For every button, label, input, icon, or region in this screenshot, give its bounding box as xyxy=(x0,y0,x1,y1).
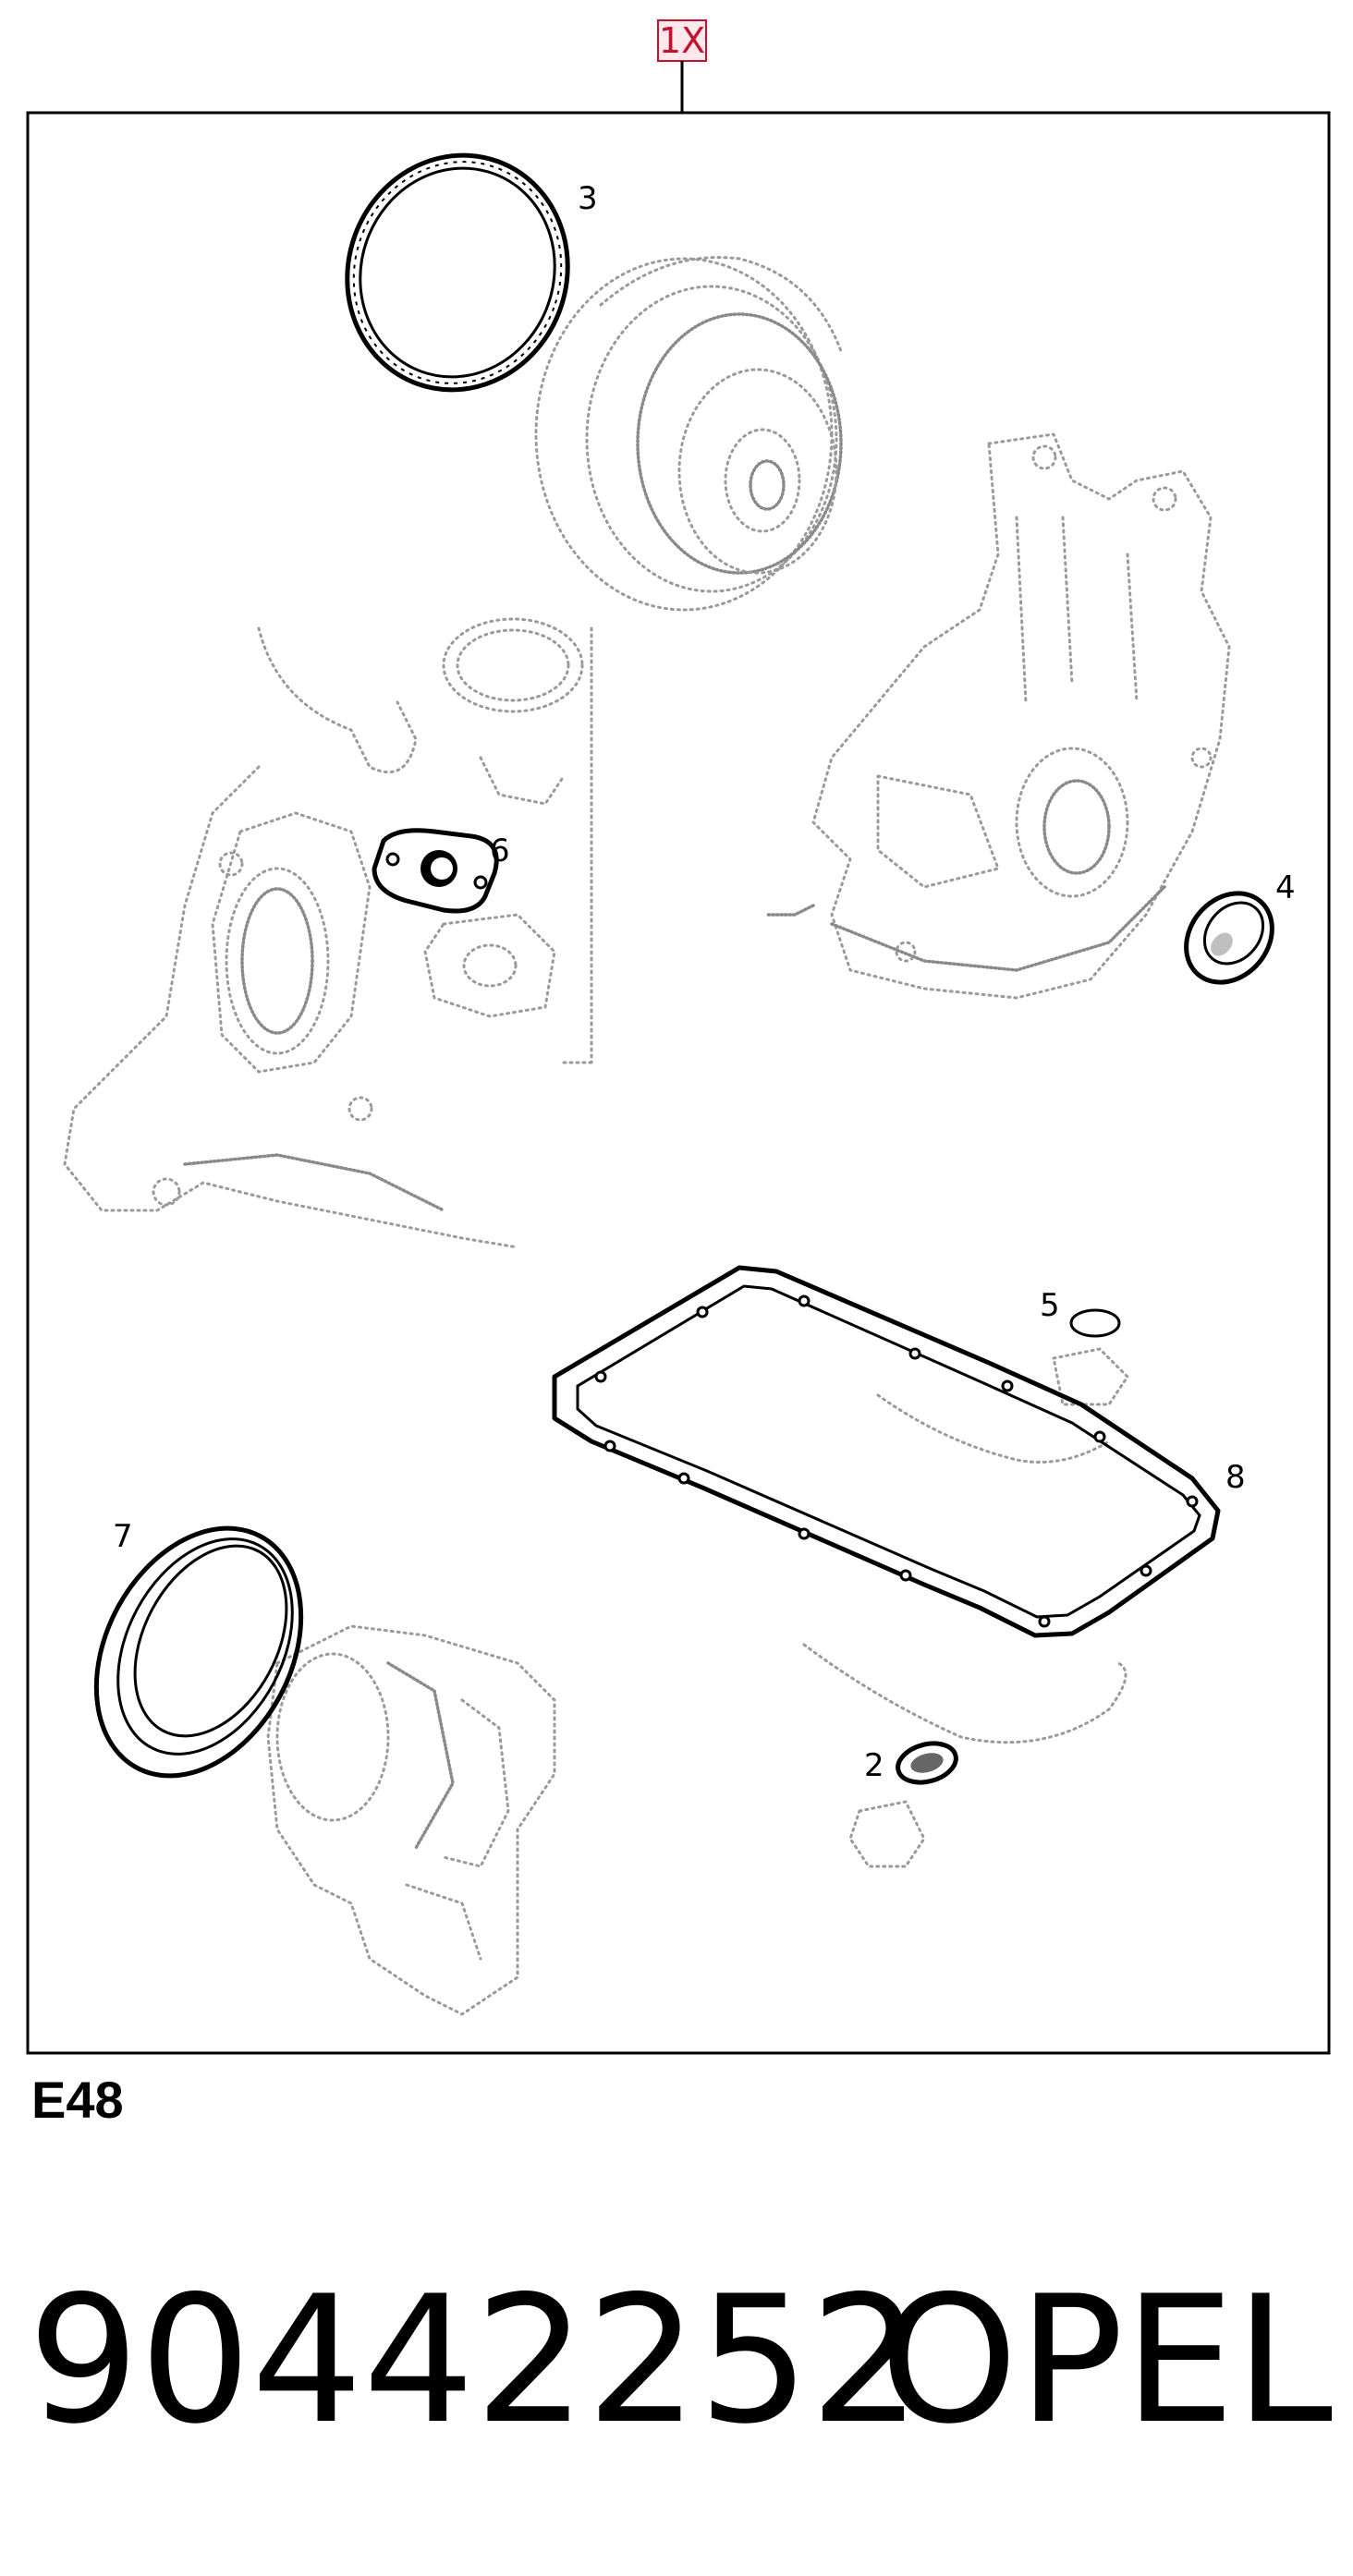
quantity-marker: 1X xyxy=(657,19,707,113)
exploded-parts-diagram: 1X xyxy=(26,19,1331,2055)
part-2-drain-plug-seal xyxy=(896,1741,958,1785)
ghost-engine-block xyxy=(63,617,593,1249)
part-5-o-ring xyxy=(1069,1308,1121,1338)
part-3-gasket-ring xyxy=(345,152,570,393)
part-4-front-seal xyxy=(1184,891,1274,985)
part-8-oil-pan-gasket xyxy=(552,1265,1221,1638)
quantity-label: 1X xyxy=(659,20,705,61)
ghost-front-cover xyxy=(765,432,1231,1000)
callout-5: 5 xyxy=(1040,1287,1060,1324)
callout-3: 3 xyxy=(578,180,598,217)
callout-8: 8 xyxy=(1225,1459,1246,1496)
callout-4: 4 xyxy=(1275,869,1296,906)
ghost-flywheel xyxy=(534,256,843,612)
part-7-rear-seal xyxy=(93,1525,304,1779)
ghost-crankshaft xyxy=(266,1624,556,2016)
diagram-frame xyxy=(26,111,1331,2055)
callout-7: 7 xyxy=(113,1518,133,1555)
part-number: 90442252 xyxy=(28,2258,922,2462)
brand-name: OPEL xyxy=(879,2258,1333,2462)
callout-6: 6 xyxy=(490,832,510,869)
callout-2: 2 xyxy=(864,1747,884,1784)
figure-code: E48 xyxy=(31,2071,124,2129)
part-6-flange-gasket xyxy=(372,828,499,914)
